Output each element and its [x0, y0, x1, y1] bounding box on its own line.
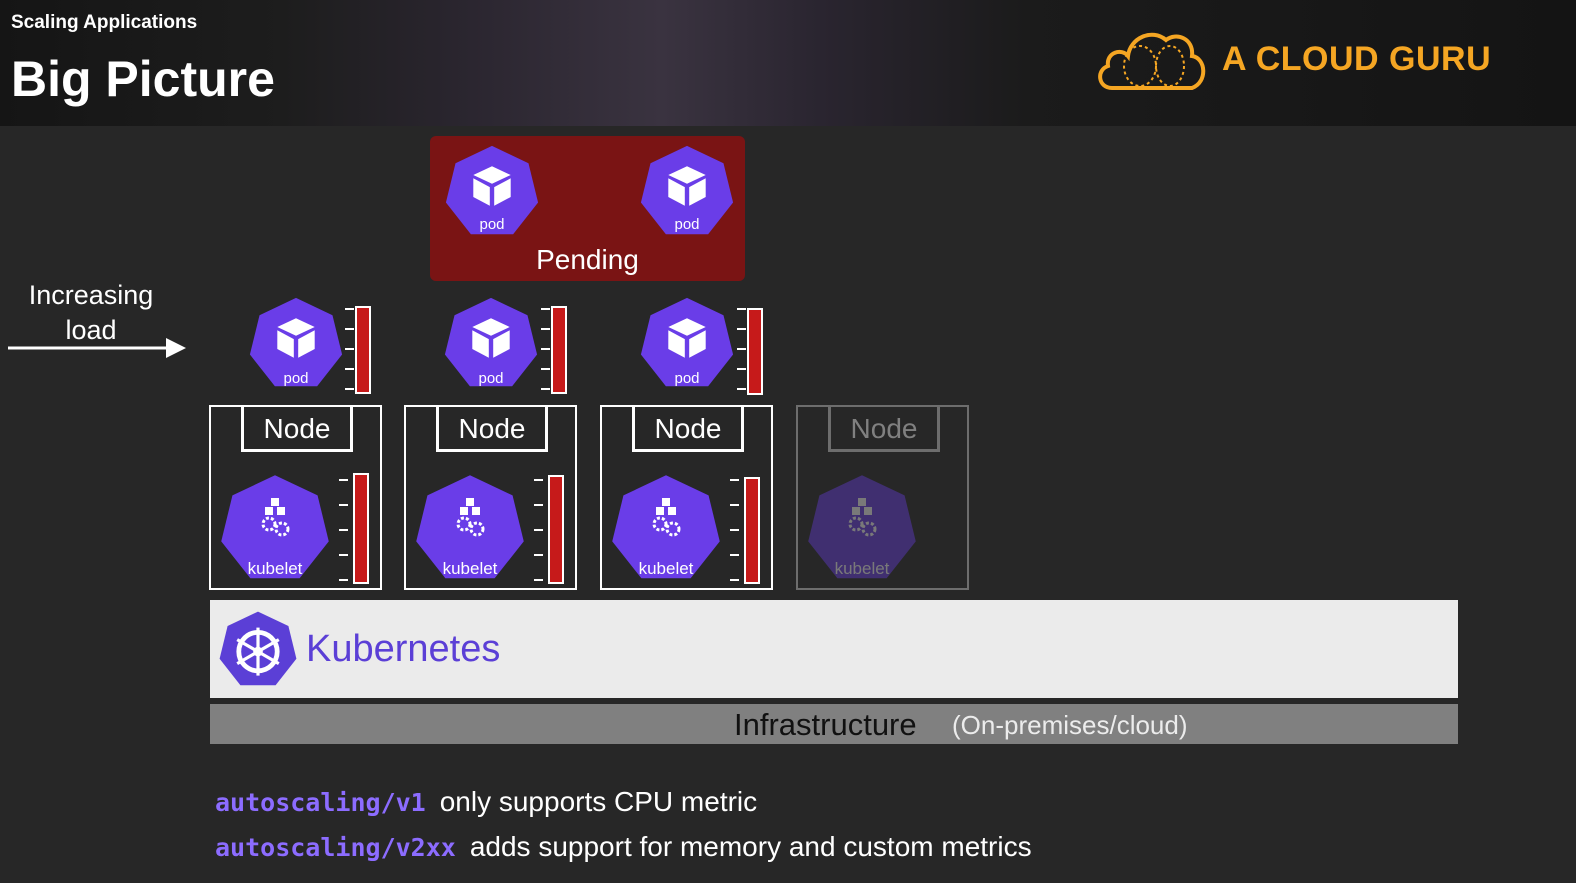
- node-usage-bar: [353, 473, 369, 584]
- pod-usage-scale: [737, 308, 746, 394]
- cube-icon: [665, 164, 709, 208]
- pod-label: pod: [283, 370, 309, 387]
- section-kicker: Scaling Applications: [11, 12, 198, 33]
- node-label: Node: [241, 407, 353, 452]
- cube-icon: [469, 316, 513, 360]
- pod-label: pod: [674, 216, 700, 233]
- pending-pod-1: pod: [444, 144, 540, 240]
- cube-icon: [274, 316, 318, 360]
- pod-label: pod: [478, 370, 504, 387]
- kubelet-2: kubelet: [414, 473, 526, 585]
- kubelet-gears-icon: [450, 497, 490, 537]
- kubelet-3: kubelet: [610, 473, 722, 585]
- note-line-2: autoscaling/v2xx adds support for memory …: [215, 831, 1032, 863]
- pod-usage-scale: [541, 308, 550, 394]
- arrow-right-icon: [8, 338, 186, 358]
- pod-usage-bar: [355, 306, 371, 394]
- api-version: autoscaling/v1: [215, 788, 426, 817]
- node-usage-scale: [339, 479, 348, 583]
- kubernetes-layer: Kubernetes: [210, 600, 1458, 698]
- running-pod-1: pod: [248, 296, 344, 392]
- node-3: Node kubelet: [600, 405, 773, 590]
- pod-usage-bar: [747, 308, 763, 395]
- pod-label: pod: [479, 216, 505, 233]
- kubelet-1: kubelet: [219, 473, 331, 585]
- helm-wheel-icon: [219, 611, 297, 686]
- infrastructure-label: Infrastructure: [734, 707, 917, 742]
- node-usage-bar: [548, 475, 564, 584]
- slide-title: Big Picture: [11, 51, 275, 107]
- load-label: Increasing load: [28, 280, 154, 345]
- node-label: Node: [828, 407, 940, 452]
- kubelet-label: kubelet: [834, 559, 890, 578]
- node-1: Node kubelet: [209, 405, 382, 590]
- slide-header: Scaling Applications Big Picture A CLOUD…: [0, 0, 1576, 126]
- kubelet-gears-icon: [842, 497, 882, 537]
- infrastructure-sub: (On-premises/cloud): [952, 710, 1188, 740]
- running-pod-3: pod: [639, 296, 735, 392]
- kubernetes-label: Kubernetes: [306, 628, 501, 670]
- node-label: Node: [632, 407, 744, 452]
- pod-usage-scale: [345, 308, 354, 394]
- pending-box: pod pod Pending: [430, 136, 745, 281]
- cube-icon: [470, 164, 514, 208]
- kubelet-label: kubelet: [247, 559, 303, 578]
- infrastructure-layer: Infrastructure (On-premises/cloud): [210, 704, 1458, 744]
- kubelet-gears-icon: [255, 497, 295, 537]
- kubelet-label: kubelet: [638, 559, 694, 578]
- pending-pod-2: pod: [639, 144, 735, 240]
- brand-name: A CLOUD GURU: [1222, 40, 1492, 78]
- brand-logo: A CLOUD GURU: [1094, 26, 1514, 96]
- running-pod-2: pod: [443, 296, 539, 392]
- api-version: autoscaling/v2xx: [215, 833, 456, 862]
- kubelet-4: kubelet: [806, 473, 918, 585]
- node-usage-scale: [534, 479, 543, 583]
- note-line-1: autoscaling/v1 only supports CPU metric: [215, 786, 757, 818]
- node-4-new: Node kubelet: [796, 405, 969, 590]
- node-2: Node kubelet: [404, 405, 577, 590]
- kubelet-label: kubelet: [442, 559, 498, 578]
- cloud-logo-icon: [1098, 32, 1206, 90]
- api-note: adds support for memory and custom metri…: [469, 831, 1032, 862]
- node-usage-scale: [730, 479, 739, 583]
- pod-usage-bar: [551, 306, 567, 394]
- node-label: Node: [436, 407, 548, 452]
- kubelet-gears-icon: [646, 497, 686, 537]
- pod-label: pod: [674, 370, 700, 387]
- pending-label: Pending: [536, 244, 639, 275]
- cube-icon: [665, 316, 709, 360]
- api-note: only supports CPU metric: [439, 786, 758, 817]
- node-usage-bar: [744, 477, 760, 584]
